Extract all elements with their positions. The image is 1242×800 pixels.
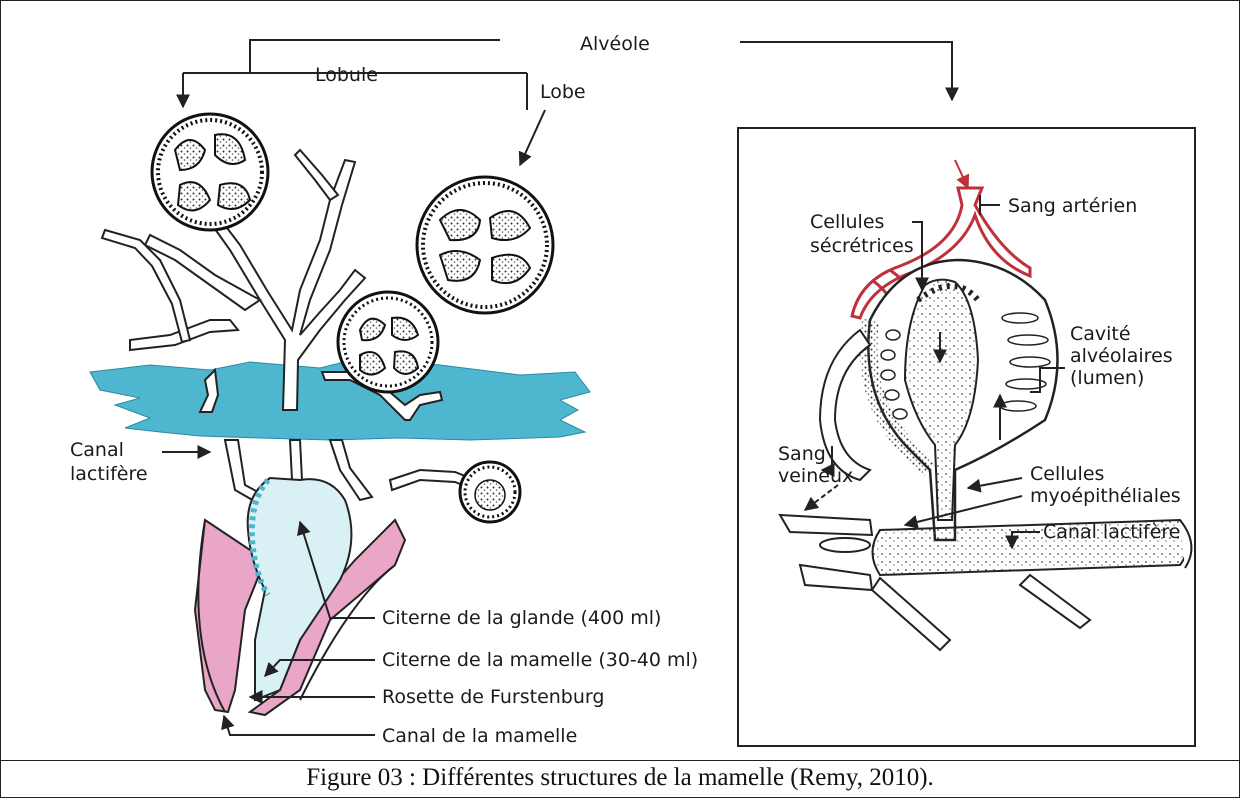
label-cellules-secretrices-line1: Cellules bbox=[810, 211, 884, 233]
label-canal-lactifere-right: Canal lactifère bbox=[1043, 521, 1180, 543]
caption-divider bbox=[0, 760, 1240, 761]
label-cavite-line1: Cavité bbox=[1070, 323, 1131, 345]
label-rosette: Rosette de Furstenburg bbox=[382, 686, 604, 708]
label-sang-arteriel: Sang artérien bbox=[1008, 195, 1137, 217]
label-cavite-line3: (lumen) bbox=[1070, 367, 1144, 389]
udder-structure-diagram: Alvéole Lobule Lobe Canal lactifère Cite… bbox=[0, 0, 1242, 760]
label-sang-veineux-line2: veineux bbox=[778, 465, 853, 487]
label-canal-lactifere-left-line2: lactifère bbox=[70, 463, 148, 485]
label-canal-mamelle: Canal de la mamelle bbox=[382, 725, 577, 747]
label-lobe: Lobe bbox=[540, 81, 586, 103]
lobule-cluster-left bbox=[152, 114, 268, 230]
label-cellules-myo-line1: Cellules bbox=[1030, 463, 1104, 485]
label-cavite-line2: alvéolaires bbox=[1070, 345, 1173, 367]
label-lobule: Lobule bbox=[315, 64, 378, 86]
label-sang-veineux-line1: Sang bbox=[778, 443, 826, 465]
small-alveolus bbox=[460, 462, 520, 522]
lobule-cluster-center bbox=[338, 292, 438, 392]
label-alveole: Alvéole bbox=[580, 33, 650, 55]
label-citerne-glande: Citerne de la glande (400 ml) bbox=[382, 607, 661, 629]
udder-cistern-and-teat bbox=[195, 478, 405, 715]
label-canal-lactifere-left: Canal lactifère bbox=[70, 439, 148, 485]
label-cellules-myo-line2: myoépithéliales bbox=[1030, 485, 1181, 507]
label-citerne-mamelle: Citerne de la mamelle (30-40 ml) bbox=[382, 649, 698, 671]
lobe-cluster bbox=[417, 177, 553, 313]
figure-caption: Figure 03 : Différentes structures de la… bbox=[0, 764, 1240, 792]
label-canal-lactifere-left-line1: Canal bbox=[70, 439, 124, 461]
fat-pad bbox=[90, 358, 590, 440]
label-cellules-secretrices-line2: sécrétrices bbox=[810, 235, 914, 257]
